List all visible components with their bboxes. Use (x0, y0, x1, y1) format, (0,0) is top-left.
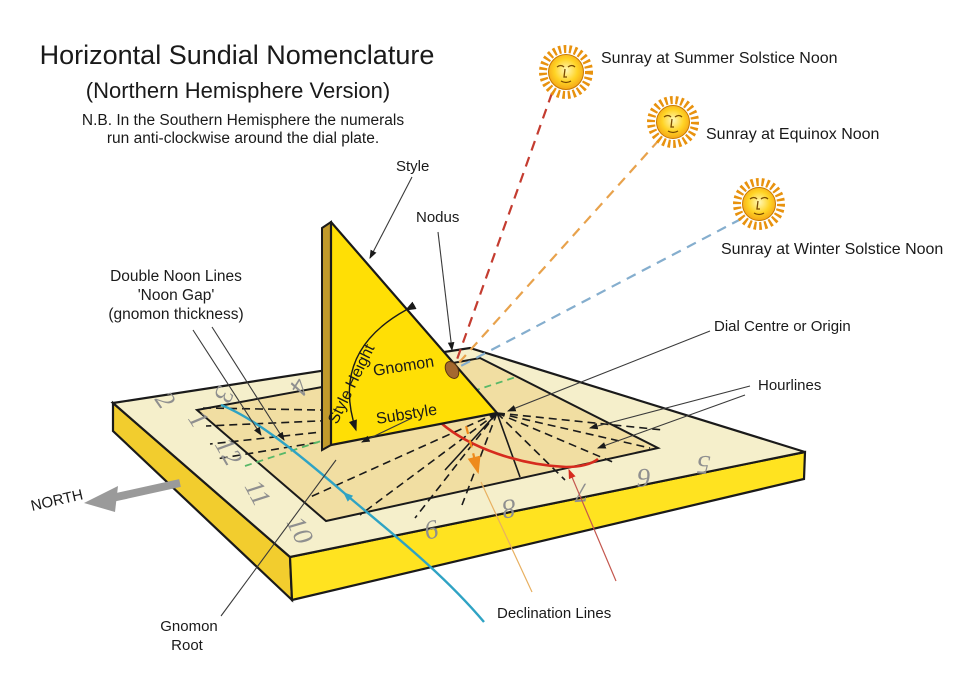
sun-face-icon (749, 196, 769, 216)
sunray-lines (453, 92, 742, 369)
numeral-8: 8 (500, 493, 518, 525)
north-arrow: NORTH (29, 479, 181, 515)
callout-pointers (192, 176, 751, 617)
text-labels: Horizontal Sundial Nomenclature (Norther… (40, 40, 944, 654)
note-line-1: N.B. In the Southern Hemisphere the nume… (82, 112, 404, 129)
double-noon-label-3: (gnomon thickness) (108, 306, 243, 323)
winter-ray-line (456, 218, 742, 369)
hourlines-pointer-2 (596, 394, 746, 449)
equinox-ray-line (455, 139, 660, 367)
style-pointer (369, 176, 413, 259)
dial-centre-label: Dial Centre or Origin (714, 318, 851, 335)
noon-gap-pointer-1 (192, 329, 262, 436)
substyle-pointer (361, 417, 413, 443)
declination-curve-red (440, 422, 599, 469)
sun-face-icon (556, 64, 576, 84)
note-line-2: run anti-clockwise around the dial plate… (107, 130, 379, 147)
nodus-marker (444, 361, 460, 379)
sun-face-icon (663, 114, 683, 134)
sun-rays-icon (733, 178, 785, 230)
north-arrow-shaft (111, 479, 181, 502)
hourlines-label: Hourlines (758, 377, 821, 394)
dial-centre-pointer (506, 330, 711, 412)
sun-disk-icon (742, 187, 776, 221)
double-noon-label-2: 'Noon Gap' (138, 287, 215, 304)
teal-arrowhead (343, 492, 354, 502)
noon-line-2 (215, 412, 498, 460)
noon-gap-pointer-2 (211, 326, 285, 441)
gnomon: Style Height Gnomon Substyle (321, 220, 499, 452)
sun-winter (733, 178, 785, 230)
sunray-winter-label: Sunray at Winter Solstice Noon (721, 241, 943, 258)
page-subtitle: (Northern Hemisphere Version) (86, 78, 390, 103)
numeral-6: 6 (637, 463, 651, 493)
sun-equinox (647, 96, 699, 148)
declination-pointer-orange (480, 481, 533, 593)
style-height-arc (348, 301, 417, 432)
gnomon-root-label-1: Gnomon (160, 618, 218, 635)
numeral-7: 7 (572, 478, 589, 509)
gnomon-root-pointer (220, 459, 337, 617)
sun-rays-icon (647, 96, 699, 148)
page-title: Horizontal Sundial Nomenclature (40, 40, 435, 70)
sun-summer (539, 45, 593, 99)
sun-disk-icon (656, 105, 690, 139)
summer-ray-line (453, 92, 554, 366)
sun-rays-icon (539, 45, 593, 99)
sun-disk-icon (548, 54, 584, 90)
sunray-equinox-label: Sunray at Equinox Noon (706, 126, 879, 143)
dial-plate (110, 346, 807, 603)
declination-lines-label: Declination Lines (497, 605, 611, 622)
north-arrow-head-icon (84, 486, 118, 512)
sunray-summer-label: Sunray at Summer Solstice Noon (601, 50, 838, 67)
nodus-label: Nodus (416, 209, 459, 226)
numeral-5: 5 (696, 450, 712, 481)
style-label: Style (396, 158, 429, 175)
hourlines-pointer-1 (588, 385, 751, 430)
north-label: NORTH (29, 486, 85, 515)
gnomon-root-label-2: Root (171, 637, 204, 654)
declination-pointer-red (568, 468, 617, 582)
double-noon-label-1: Double Noon Lines (110, 268, 242, 285)
nodus-pointer (437, 231, 455, 352)
